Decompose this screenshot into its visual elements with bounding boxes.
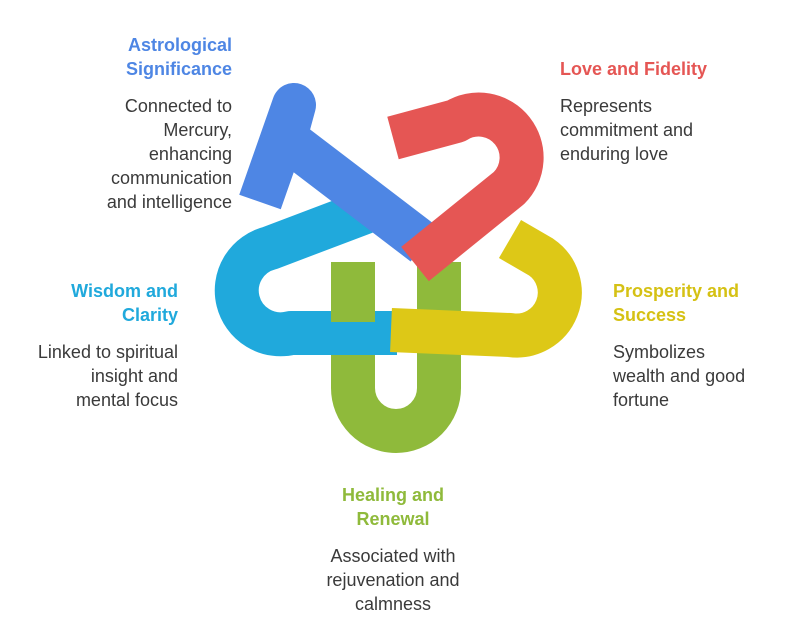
desc-line: Mercury, — [163, 120, 232, 140]
desc-line: insight and — [90, 366, 178, 386]
item-healing: Healing and Renewal Associated with reju… — [293, 483, 493, 616]
desc-line: communication — [110, 168, 232, 188]
title-line: Healing and — [341, 485, 444, 505]
title-line: Renewal — [356, 509, 430, 529]
title-line: Wisdom and — [71, 281, 178, 301]
blue-loop — [239, 83, 438, 262]
item-astrological: Astrological Significance Connected to M… — [12, 33, 232, 214]
title-line: Prosperity and — [613, 281, 740, 301]
item-title: Astrological Significance — [12, 33, 232, 81]
desc-line: Symbolizes — [613, 342, 706, 362]
desc-line: enduring love — [560, 144, 669, 164]
item-wisdom: Wisdom and Clarity Linked to spiritual i… — [3, 279, 178, 412]
desc-line: enhancing — [148, 144, 232, 164]
yellow-loop — [390, 219, 582, 358]
desc-line: rejuvenation and — [326, 570, 460, 590]
title-line: Clarity — [121, 305, 178, 325]
title-line: Astrological — [127, 35, 232, 55]
desc-line: fortune — [613, 390, 670, 410]
item-title: Prosperity and Success — [613, 279, 788, 327]
desc-line: commitment and — [560, 120, 694, 140]
item-description: Linked to spiritual insight and mental f… — [3, 340, 178, 412]
desc-line: Connected to — [124, 96, 232, 116]
desc-line: Linked to spiritual — [37, 342, 178, 362]
item-description: Connected to Mercury, enhancing communic… — [12, 94, 232, 214]
item-title: Healing and Renewal — [293, 483, 493, 531]
desc-line: and intelligence — [106, 192, 232, 212]
title-line: Love and Fidelity — [560, 59, 708, 79]
item-description: Associated with rejuvenation and calmnes… — [293, 544, 493, 616]
item-description: Symbolizes wealth and good fortune — [613, 340, 788, 412]
item-love: Love and Fidelity Represents commitment … — [560, 57, 780, 166]
title-line: Significance — [125, 59, 232, 79]
cyan-loop — [214, 191, 397, 357]
desc-line: Represents — [560, 96, 653, 116]
item-prosperity: Prosperity and Success Symbolizes wealth… — [613, 279, 788, 412]
item-title: Wisdom and Clarity — [3, 279, 178, 327]
red-loop — [387, 92, 544, 282]
desc-line: calmness — [354, 594, 432, 614]
desc-line: Associated with — [330, 546, 456, 566]
item-title: Love and Fidelity — [560, 57, 780, 81]
title-line: Success — [613, 305, 687, 325]
green-loop — [331, 262, 461, 453]
desc-line: mental focus — [75, 390, 178, 410]
desc-line: wealth and good — [613, 366, 746, 386]
item-description: Represents commitment and enduring love — [560, 94, 780, 166]
